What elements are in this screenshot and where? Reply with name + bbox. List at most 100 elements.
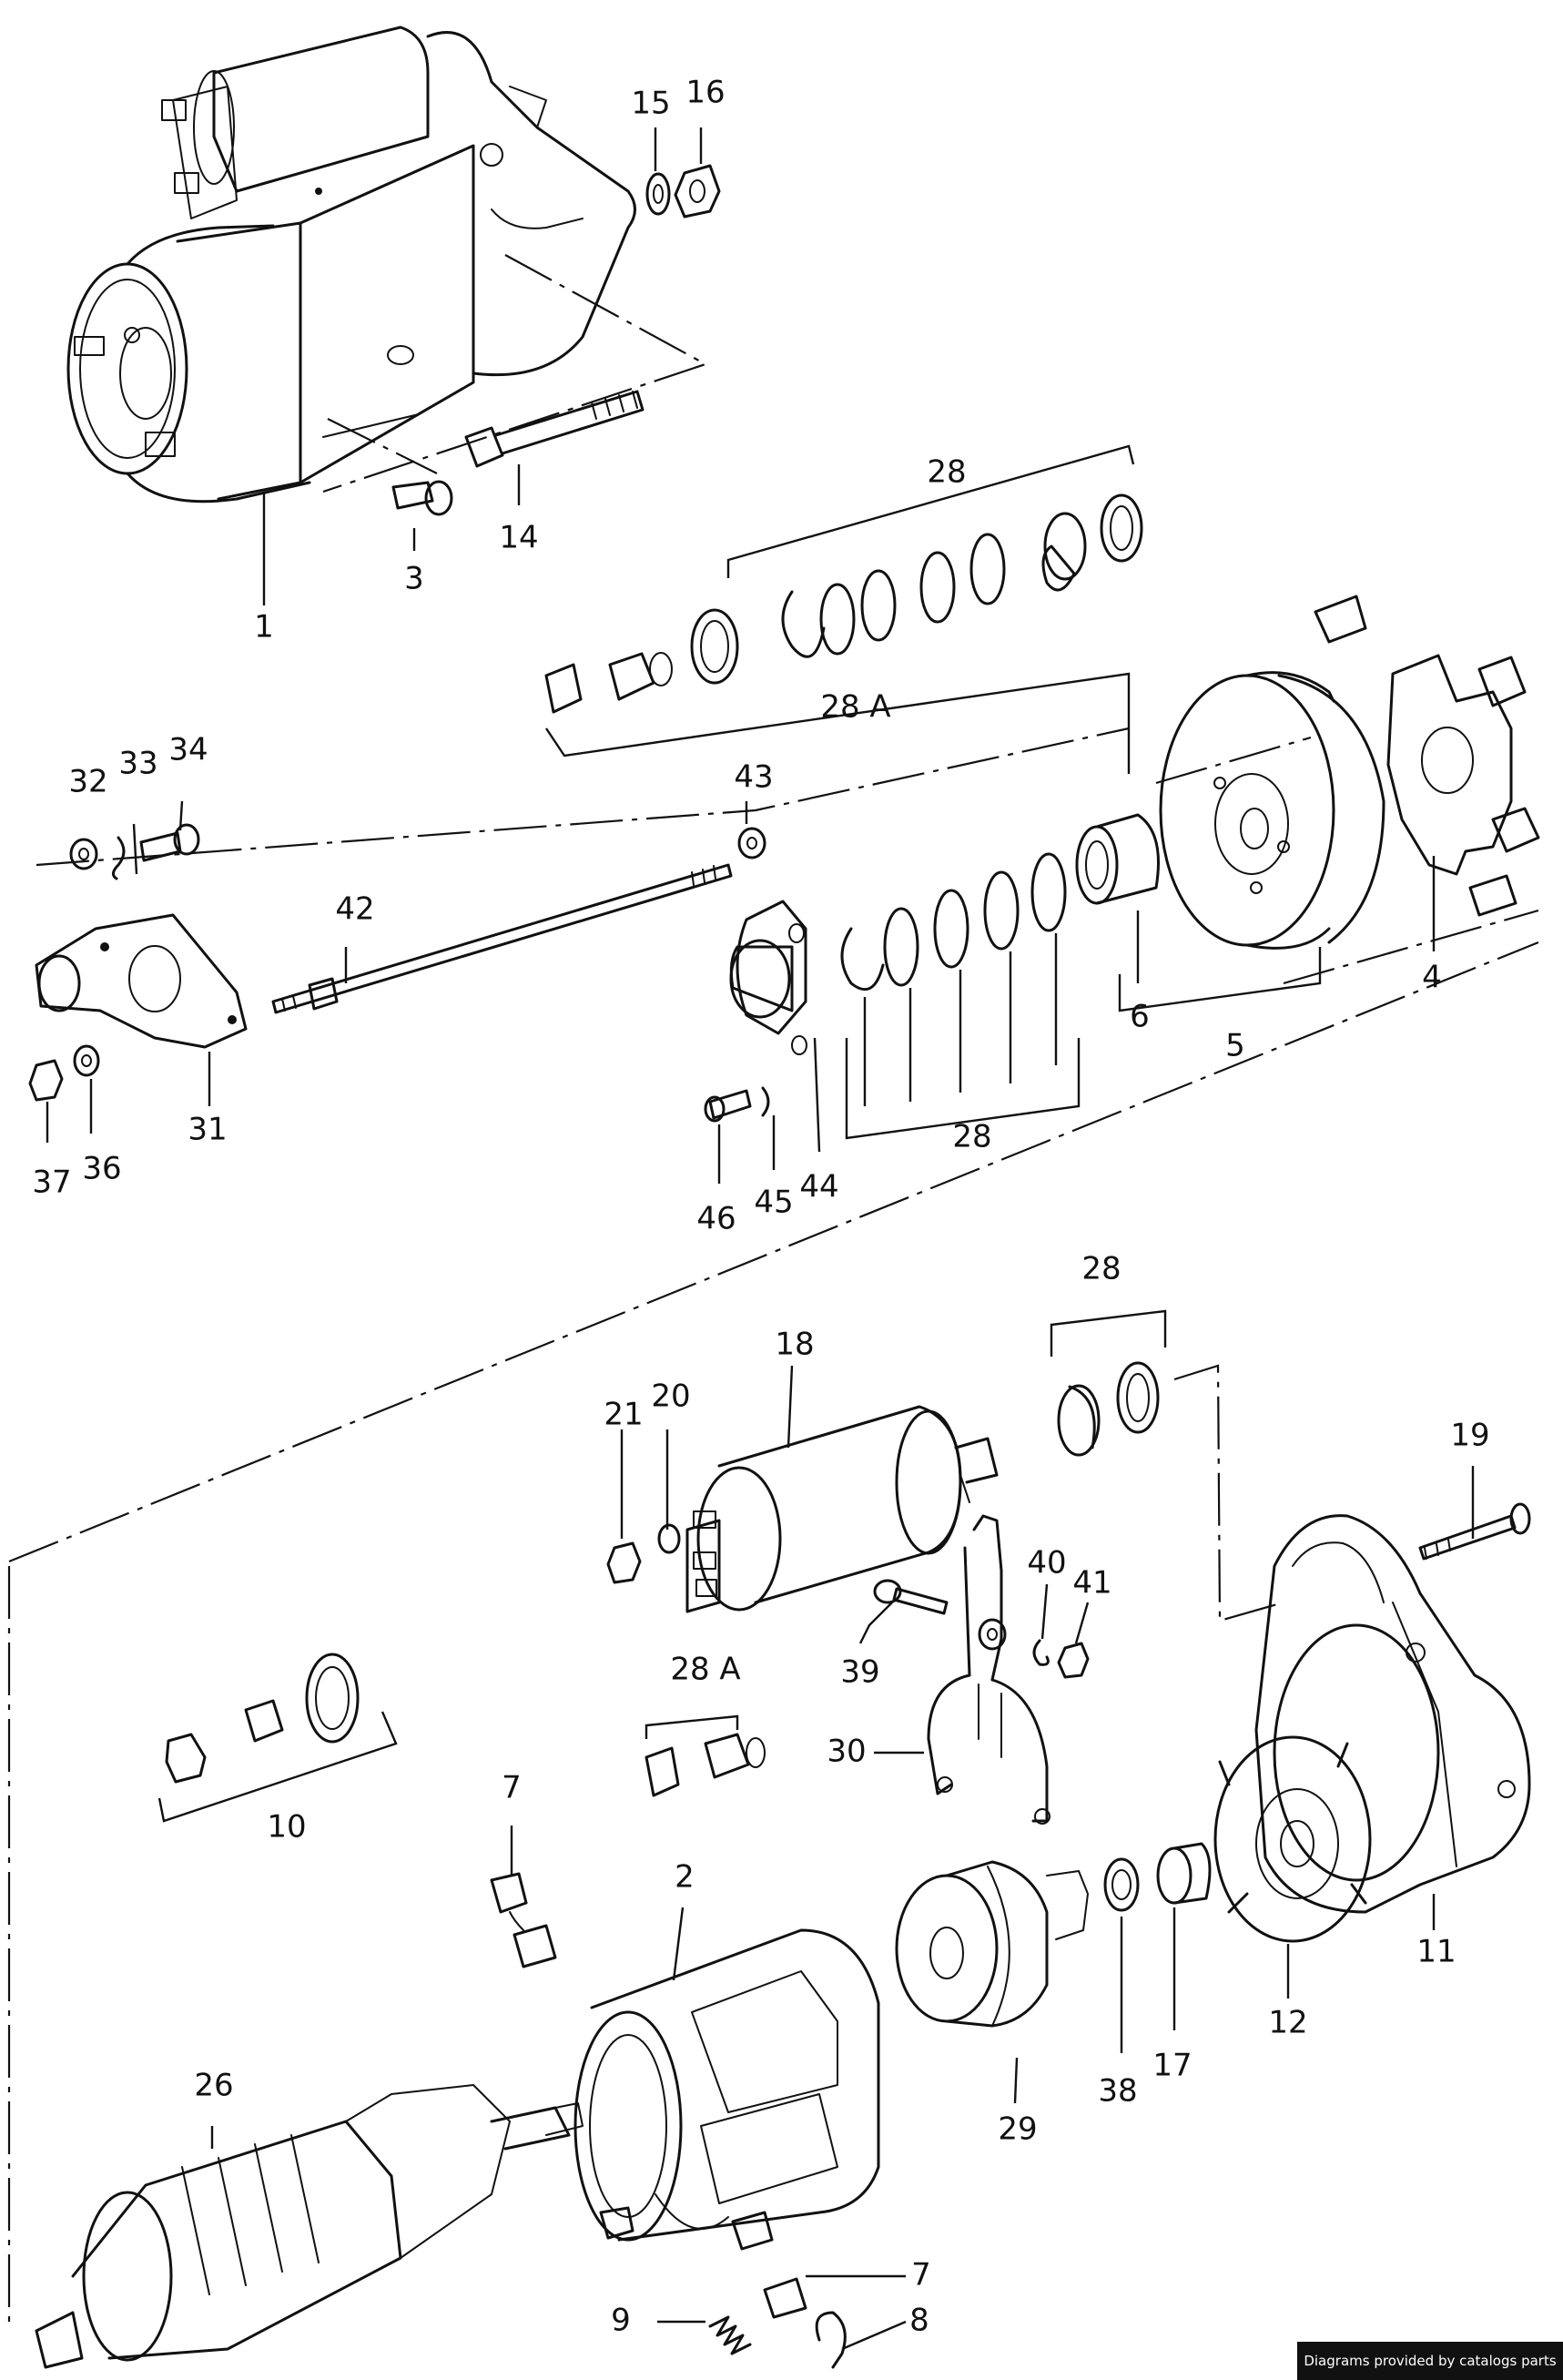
bracket-28-solenoid	[1050, 1309, 1167, 1357]
callout-28a-low: 28 A	[670, 1652, 740, 1688]
callout-1: 1	[254, 609, 274, 646]
callout-7-bottom: 7	[911, 2257, 931, 2294]
washer-15	[645, 172, 671, 216]
repair-kit-10	[165, 1653, 360, 1784]
washer-36	[73, 1044, 100, 1077]
callout-8: 8	[909, 2303, 929, 2339]
callout-16: 16	[685, 75, 725, 111]
callout-42: 42	[335, 891, 374, 928]
solenoid-18	[685, 1405, 999, 1613]
lock-washer-45	[761, 1086, 770, 1117]
callout-37: 37	[32, 1165, 71, 1201]
bearing-plate-12	[1213, 1735, 1372, 1943]
callout-6: 6	[1130, 999, 1150, 1035]
brush-holder-set-28a-low	[644, 1733, 766, 1797]
bracket-28-mid	[845, 1038, 1081, 1140]
leader-dash-screw	[327, 418, 438, 474]
brush-plate-4	[1314, 595, 1540, 917]
screw-46	[704, 1089, 752, 1123]
screw-34	[139, 823, 200, 862]
armature-26	[35, 2084, 584, 2369]
drive-housing-11	[1254, 1514, 1531, 1914]
bracket-5	[1118, 947, 1322, 1012]
nut-41	[1057, 1642, 1090, 1679]
nut-21	[606, 1541, 642, 1584]
end-cover-5	[1159, 671, 1385, 950]
brush-7-top	[490, 1872, 557, 1968]
callout-36: 36	[82, 1151, 121, 1187]
bracket-28-top	[726, 444, 1135, 578]
callout-34: 34	[168, 732, 208, 768]
field-frame-2	[573, 1928, 880, 2242]
bracket-31	[35, 913, 248, 1049]
callout-28a-top: 28 A	[820, 689, 890, 726]
repair-kit-28-top	[690, 493, 1143, 685]
callout-46: 46	[696, 1201, 736, 1237]
callout-41: 41	[1072, 1565, 1111, 1602]
bushing-6	[1075, 813, 1160, 905]
washer-38	[1103, 1857, 1140, 1912]
washer-32	[69, 838, 98, 870]
repair-kit-28-mid	[840, 852, 1067, 992]
leader-dash-solenoid	[1173, 1364, 1284, 1622]
callout-18: 18	[775, 1327, 814, 1363]
callout-28-mid: 28	[952, 1119, 991, 1155]
bracket-10	[157, 1711, 398, 1823]
leader-dash-bolt	[322, 254, 708, 493]
callout-9: 9	[611, 2303, 631, 2339]
callout-labels: 1 3 14 15 16 28 28 A 32 33 34 43 42 31 3…	[32, 75, 1489, 2339]
repair-kit-28-solenoid	[1057, 1361, 1160, 1457]
callout-31: 31	[188, 1112, 227, 1148]
callout-14: 14	[499, 520, 538, 556]
leader-lines	[46, 127, 1475, 2351]
callout-26: 26	[194, 2068, 233, 2104]
callout-5: 5	[1225, 1028, 1245, 1064]
callout-2: 2	[675, 1859, 695, 1896]
callout-45: 45	[754, 1185, 793, 1221]
screw-3	[391, 480, 453, 516]
callout-32: 32	[68, 764, 107, 800]
diagram-credit-badge: Diagrams provided by catalogs parts	[1297, 2342, 1563, 2380]
callout-28-top: 28	[927, 454, 966, 491]
starter-motor-assembly	[66, 25, 636, 503]
clip-8	[815, 2311, 847, 2369]
lock-washer-40	[1032, 1639, 1050, 1666]
callout-20: 20	[651, 1378, 690, 1415]
callout-19: 19	[1450, 1418, 1489, 1454]
washer-20	[657, 1523, 681, 1554]
leader-dash-right	[1283, 909, 1539, 985]
bolt-19	[1418, 1502, 1531, 1561]
callout-39: 39	[840, 1654, 879, 1691]
callout-44: 44	[799, 1169, 838, 1205]
bracket-28a-low	[644, 1714, 739, 1739]
callout-7-top: 7	[502, 1770, 522, 1806]
leader-dash-mid	[36, 727, 1130, 867]
callout-12: 12	[1268, 2005, 1307, 2041]
leader-dash-cover	[1155, 736, 1312, 785]
bracket-28a-top	[545, 672, 1131, 774]
spring-9	[708, 2315, 752, 2355]
callout-21: 21	[604, 1397, 643, 1433]
callout-15: 15	[631, 86, 670, 122]
callout-30: 30	[827, 1734, 866, 1770]
through-rod-42	[271, 863, 733, 1014]
callout-29: 29	[998, 2111, 1037, 2148]
through-bolt-14	[464, 390, 644, 468]
callout-33: 33	[118, 746, 157, 782]
callout-11: 11	[1416, 1934, 1456, 1970]
callout-38: 38	[1098, 2073, 1137, 2110]
callout-4: 4	[1422, 960, 1442, 996]
callout-3: 3	[404, 561, 424, 597]
shift-fork-30	[927, 1514, 1050, 1825]
bushing-17	[1156, 1842, 1212, 1905]
callout-40: 40	[1027, 1545, 1066, 1582]
callout-17: 17	[1152, 2048, 1192, 2084]
callout-10: 10	[267, 1809, 306, 1846]
washer-43	[737, 827, 766, 859]
nut-37	[28, 1059, 64, 1102]
nut-16	[674, 164, 721, 219]
callout-28-solenoid: 28	[1081, 1251, 1121, 1287]
brush-7-bottom	[599, 2206, 807, 2319]
callout-43: 43	[734, 759, 773, 796]
